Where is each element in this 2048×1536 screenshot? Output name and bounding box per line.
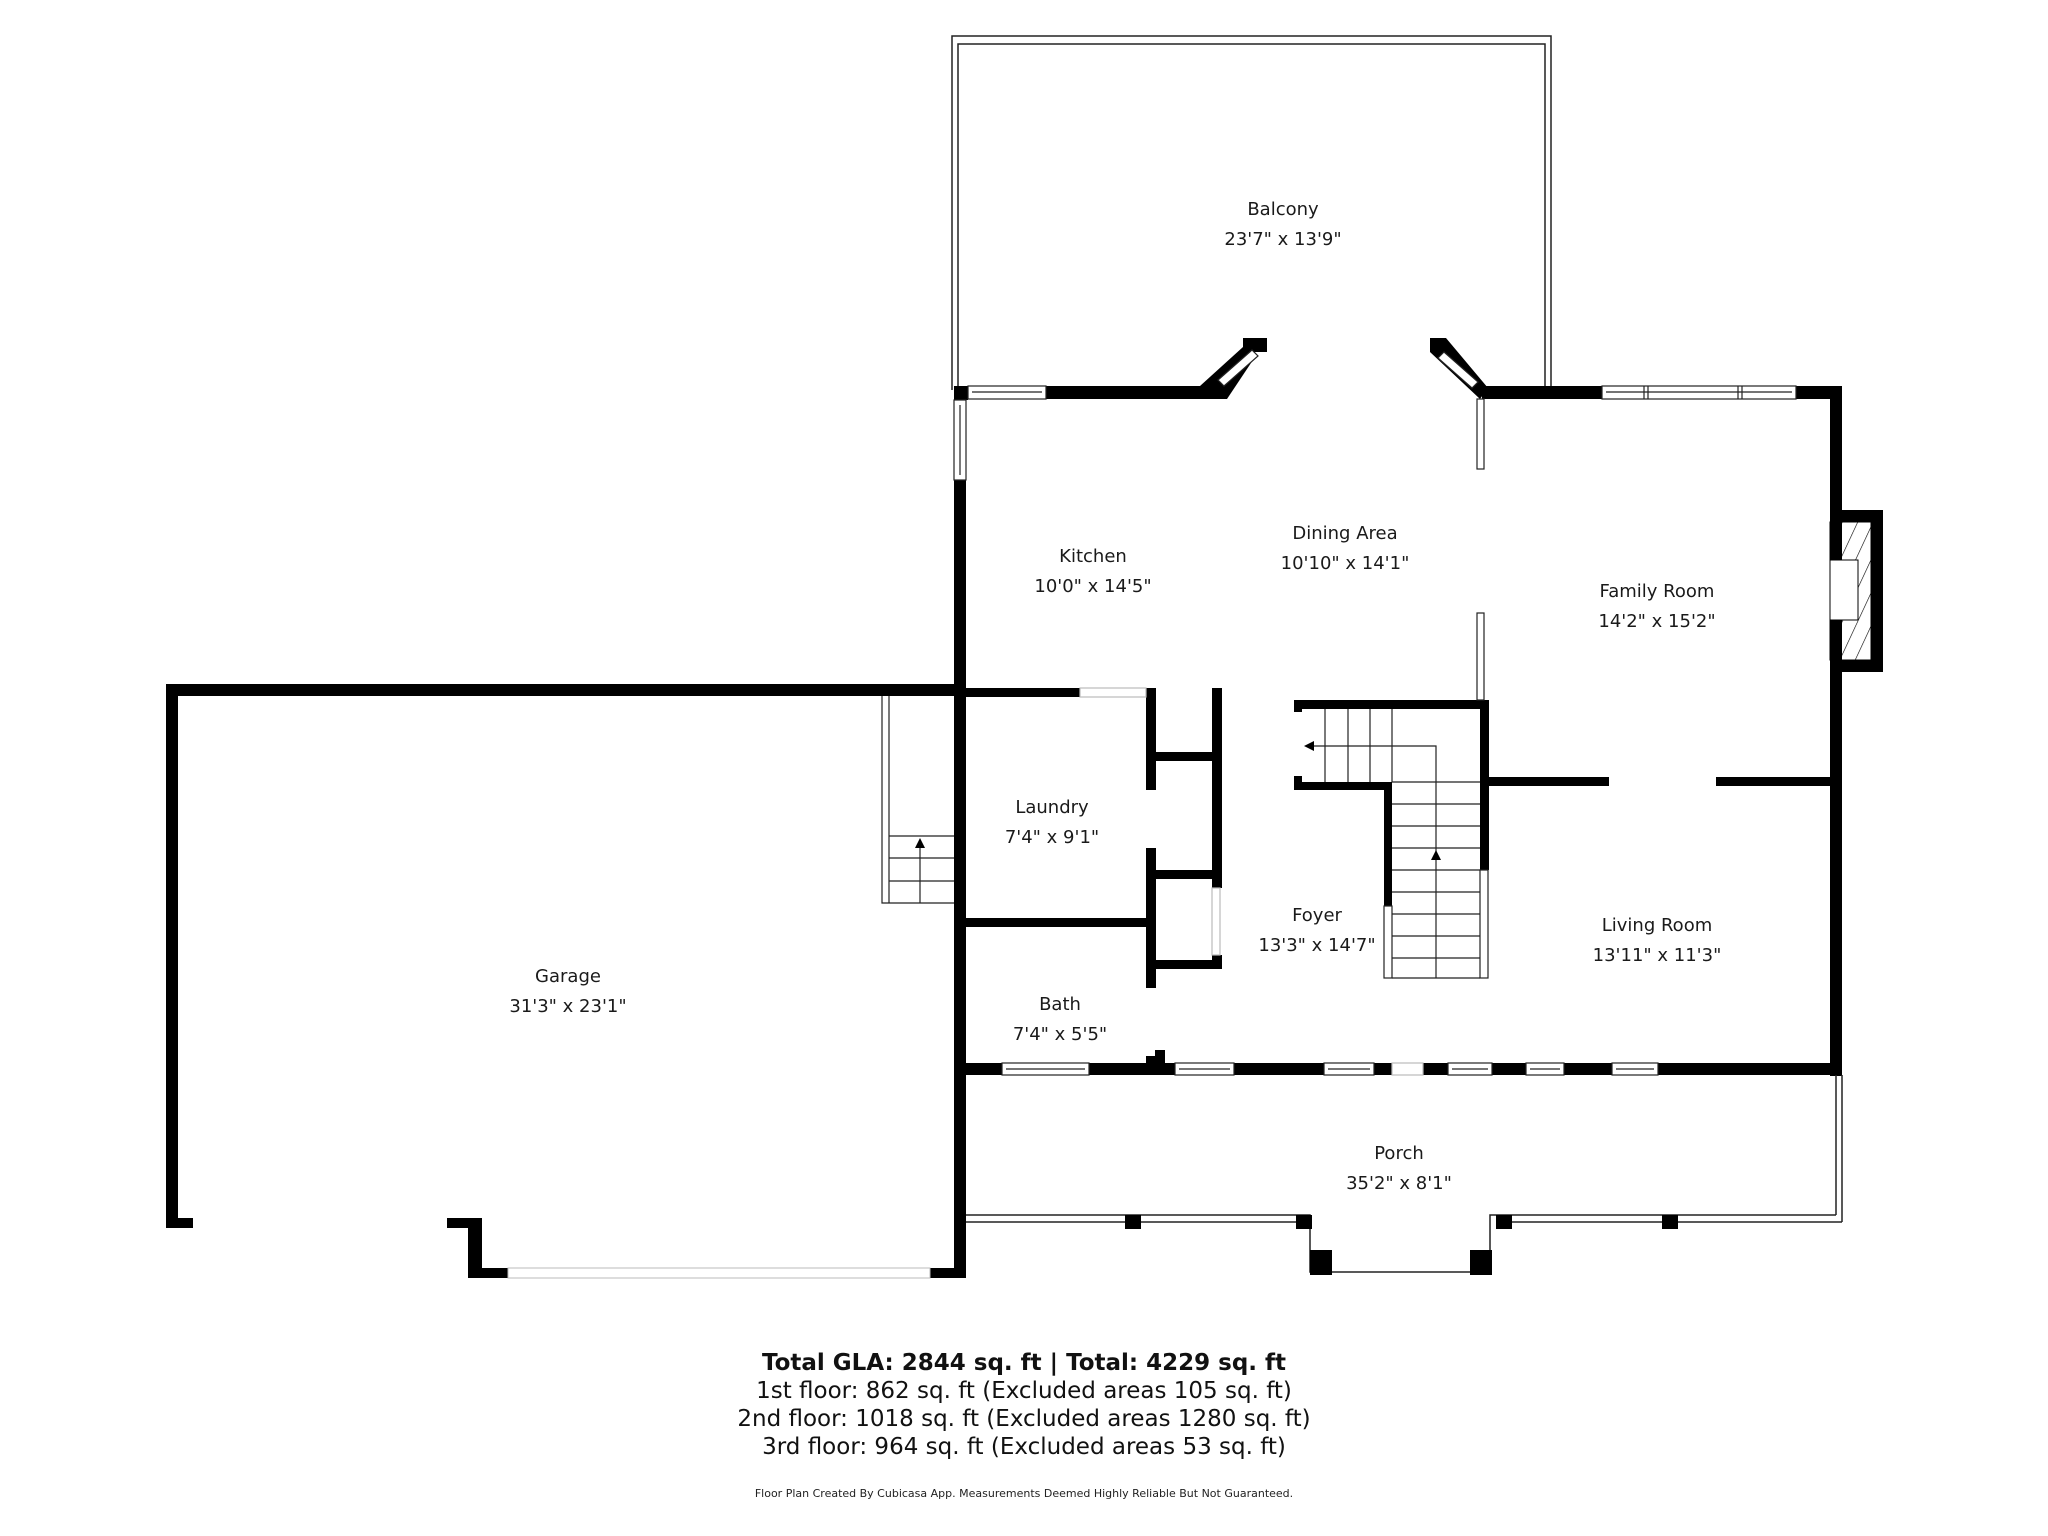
room-dimensions: 10'10" x 14'1" — [1280, 553, 1410, 574]
room-family-room: Family Room 14'2" x 15'2" — [1598, 580, 1715, 634]
room-kitchen: Kitchen 10'0" x 14'5" — [1034, 545, 1151, 599]
room-bath: Bath 7'4" x 5'5" — [1013, 993, 1107, 1047]
main-staircase — [1304, 709, 1480, 979]
room-living-room: Living Room 13'11" x 11'3" — [1593, 914, 1722, 968]
room-dimensions: 23'7" x 13'9" — [1224, 229, 1342, 250]
garage-door — [507, 1267, 931, 1279]
room-name: Kitchen — [1059, 546, 1127, 567]
room-dimensions: 13'3" x 14'7" — [1258, 935, 1376, 956]
room-name: Family Room — [1599, 581, 1715, 602]
room-dimensions: 10'0" x 14'5" — [1034, 576, 1152, 597]
room-dimensions: 31'3" x 23'1" — [509, 996, 627, 1017]
room-name: Dining Area — [1292, 523, 1398, 544]
room-garage: Garage 31'3" x 23'1" — [509, 965, 626, 1019]
room-name: Laundry — [1015, 797, 1089, 818]
windows — [953, 349, 1797, 1076]
room-laundry: Laundry 7'4" x 9'1" — [1005, 796, 1099, 850]
thin-partitions — [1079, 398, 1489, 979]
room-name: Living Room — [1601, 915, 1713, 936]
room-name: Balcony — [1247, 199, 1319, 220]
total-area: Total GLA: 2844 sq. ft | Total: 4229 sq.… — [761, 1350, 1287, 1376]
room-name: Porch — [1374, 1143, 1424, 1164]
fireplace — [1829, 521, 1872, 661]
garage-walls — [166, 684, 966, 1278]
porch-columns — [1125, 1215, 1678, 1275]
room-porch: Porch 35'2" x 8'1" — [1346, 1142, 1452, 1196]
interior-walls — [966, 688, 1830, 1066]
room-dimensions: 14'2" x 15'2" — [1598, 611, 1716, 632]
room-dimensions: 7'4" x 5'5" — [1012, 1024, 1108, 1045]
room-dimensions: 35'2" x 8'1" — [1346, 1173, 1452, 1194]
floor-1-area: 1st floor: 862 sq. ft (Excluded areas 10… — [756, 1378, 1292, 1404]
room-dimensions: 13'11" x 11'3" — [1592, 945, 1722, 966]
disclaimer: Floor Plan Created By Cubicasa App. Meas… — [754, 1487, 1294, 1500]
room-balcony: Balcony 23'7" x 13'9" — [1224, 198, 1341, 252]
balcony-outline — [951, 35, 1552, 390]
floor-3-area: 3rd floor: 964 sq. ft (Excluded areas 53… — [762, 1434, 1286, 1460]
room-name: Foyer — [1292, 905, 1342, 926]
garage-stairs — [881, 696, 954, 904]
room-dimensions: 7'4" x 9'1" — [1004, 827, 1100, 848]
room-name: Garage — [535, 966, 601, 987]
floor-2-area: 2nd floor: 1018 sq. ft (Excluded areas 1… — [737, 1406, 1311, 1432]
room-foyer: Foyer 13'3" x 14'7" — [1258, 904, 1375, 958]
room-dining-area: Dining Area 10'10" x 14'1" — [1281, 522, 1410, 576]
area-summary: Total GLA: 2844 sq. ft | Total: 4229 sq.… — [0, 1349, 2048, 1461]
room-name: Bath — [1039, 994, 1081, 1015]
